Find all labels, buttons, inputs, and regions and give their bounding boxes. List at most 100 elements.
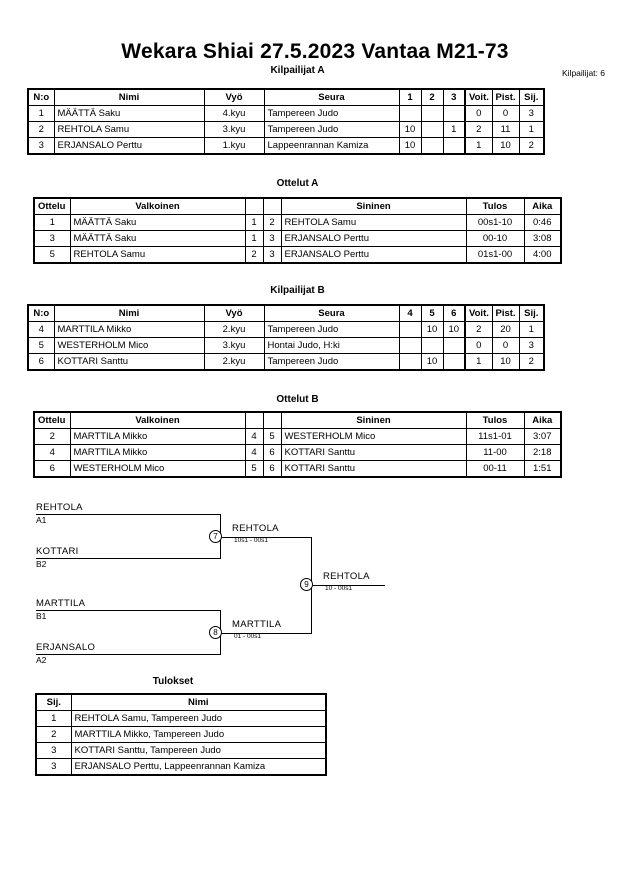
matches-b-table: Ottelu Valkoinen Sininen Tulos Aika 2 MA… — [33, 411, 562, 478]
cell-m1: 10 — [398, 137, 422, 155]
bracket-winner-name: MARTTILA — [232, 619, 282, 630]
cell-club: Tampereen Judo — [263, 321, 400, 338]
cell-white-no: 2 — [244, 246, 264, 264]
col-match-no: Ottelu — [33, 411, 71, 429]
table-row: 2 MARTTILA Mikko 4 5 WESTERHOLM Mico 11s… — [33, 428, 562, 445]
col-m2: 2 — [420, 88, 444, 106]
results-caption: Tulokset — [152, 676, 194, 687]
cell-blue: REHTOLA Samu — [280, 214, 467, 231]
bracket-node-7[interactable]: 7 — [209, 530, 222, 543]
cell-name: KOTTARI Santtu — [53, 353, 205, 371]
cell-name: ERJANSALO Perttu — [53, 137, 205, 155]
bracket-line — [36, 514, 221, 515]
cell-rank: 2 — [518, 137, 545, 155]
cell-name: WESTERHOLM Mico — [53, 337, 205, 354]
cell-wins: 2 — [464, 121, 493, 138]
cell-m6 — [442, 337, 466, 354]
cell-m4 — [398, 353, 422, 371]
bracket-node-8[interactable]: 8 — [209, 626, 222, 639]
cell-m2 — [420, 137, 444, 155]
table-row: 5 REHTOLA Samu 2 3 ERJANSALO Perttu 01s1… — [33, 246, 562, 264]
cell-no: 6 — [27, 353, 55, 371]
table-row: 3 ERJANSALO Perttu 1.kyu Lappeenrannan K… — [27, 137, 545, 155]
col-m5: 5 — [420, 304, 444, 322]
cell-white-no: 4 — [244, 428, 264, 445]
table-row: 5 WESTERHOLM Mico 3.kyu Hontai Judo, H:k… — [27, 337, 545, 354]
cell-points: 11 — [491, 121, 520, 138]
bracket-line — [36, 558, 221, 559]
pool-a-caption: Kilpailijat A — [270, 65, 325, 76]
col-m3: 3 — [442, 88, 466, 106]
cell-no: 4 — [27, 321, 55, 338]
table-row: 2 REHTOLA Samu 3.kyu Tampereen Judo 10 1… — [27, 121, 545, 138]
cell-name: REHTOLA Samu, Tampereen Judo — [70, 710, 327, 727]
bracket-line — [222, 537, 312, 538]
cell-time: 1:51 — [523, 460, 562, 478]
col-rank: Sij. — [518, 304, 545, 322]
table-row: 4 MARTTILA Mikko 2.kyu Tampereen Judo 10… — [27, 321, 545, 338]
table-row: 3 KOTTARI Santtu, Tampereen Judo — [35, 742, 327, 759]
cell-name: MARTTILA Mikko, Tampereen Judo — [70, 726, 327, 743]
cell-rank: 3 — [518, 337, 545, 354]
cell-m4 — [398, 321, 422, 338]
table-row: 6 KOTTARI Santtu 2.kyu Tampereen Judo 10… — [27, 353, 545, 371]
table-row: 3 MÄÄTTÄ Saku 1 3 ERJANSALO Perttu 00-10… — [33, 230, 562, 247]
cell-belt: 3.kyu — [203, 337, 265, 354]
col-name: Nimi — [70, 693, 327, 711]
col-name: Nimi — [53, 88, 205, 106]
table-row: 3 ERJANSALO Perttu, Lappeenrannan Kamiza — [35, 758, 327, 776]
cell-rank: 1 — [35, 710, 72, 727]
bracket-entry-name: MARTTILA — [36, 598, 86, 609]
col-white: Valkoinen — [69, 197, 246, 215]
pool-b-table: N:o Nimi Vyö Seura 4 5 6 Voit. Pist. Sij… — [27, 304, 545, 371]
cell-match-no: 1 — [33, 214, 71, 231]
cell-match-no: 4 — [33, 444, 71, 461]
table-row: 1 MÄÄTTÄ Saku 4.kyu Tampereen Judo 0 0 3 — [27, 105, 545, 122]
cell-rank: 3 — [518, 105, 545, 122]
table-row: 6 WESTERHOLM Mico 5 6 KOTTARI Santtu 00-… — [33, 460, 562, 478]
col-m1: 1 — [398, 88, 422, 106]
bracket-entry-name: KOTTARI — [36, 546, 79, 557]
bracket-entry-name: REHTOLA — [36, 502, 83, 513]
cell-rank: 3 — [35, 742, 72, 759]
cell-club: Tampereen Judo — [263, 353, 400, 371]
cell-name: MARTTILA Mikko — [53, 321, 205, 338]
cell-belt: 1.kyu — [203, 137, 265, 155]
bracket-entry-name: ERJANSALO — [36, 642, 96, 653]
cell-blue: KOTTARI Santtu — [280, 444, 467, 461]
pool-a-table: N:o Nimi Vyö Seura 1 2 3 Voit. Pist. Sij… — [27, 88, 545, 155]
col-rank: Sij. — [518, 88, 545, 106]
table-row: 2 MARTTILA Mikko, Tampereen Judo — [35, 726, 327, 743]
cell-wins: 1 — [464, 353, 493, 371]
cell-result: 00-10 — [465, 230, 525, 247]
col-blue-no — [262, 197, 282, 215]
entrants-count-label: Kilpailijat: 6 — [562, 68, 605, 78]
cell-wins: 0 — [464, 337, 493, 354]
col-belt: Vyö — [203, 304, 265, 322]
bracket-winner-name: REHTOLA — [232, 523, 279, 534]
results-table: Sij. Nimi 1 REHTOLA Samu, Tampereen Judo… — [35, 693, 327, 776]
cell-rank: 3 — [35, 758, 72, 776]
cell-m1 — [398, 105, 422, 122]
cell-blue-no: 6 — [262, 460, 282, 478]
col-time: Aika — [523, 197, 562, 215]
bracket-node-score: 10s1 - 00s1 — [234, 537, 268, 544]
table-header-row: N:o Nimi Vyö Seura 1 2 3 Voit. Pist. Sij… — [27, 88, 545, 106]
table-row: 4 MARTTILA Mikko 4 6 KOTTARI Santtu 11-0… — [33, 444, 562, 461]
cell-result: 00-11 — [465, 460, 525, 478]
bracket-node-score: 10 - 00s1 — [325, 585, 353, 592]
cell-no: 1 — [27, 105, 55, 122]
cell-result: 11-00 — [465, 444, 525, 461]
matches-a-table: Ottelu Valkoinen Sininen Tulos Aika 1 MÄ… — [33, 197, 562, 264]
table-header-row: N:o Nimi Vyö Seura 4 5 6 Voit. Pist. Sij… — [27, 304, 545, 322]
cell-result: 11s1-01 — [465, 428, 525, 445]
bracket-node-9[interactable]: 9 — [300, 578, 313, 591]
cell-wins: 2 — [464, 321, 493, 338]
cell-m1: 10 — [398, 121, 422, 138]
cell-name: MÄÄTTÄ Saku — [53, 105, 205, 122]
cell-match-no: 5 — [33, 246, 71, 264]
cell-time: 3:08 — [523, 230, 562, 247]
cell-m5 — [420, 337, 444, 354]
cell-time: 3:07 — [523, 428, 562, 445]
cell-result: 00s1-10 — [465, 214, 525, 231]
